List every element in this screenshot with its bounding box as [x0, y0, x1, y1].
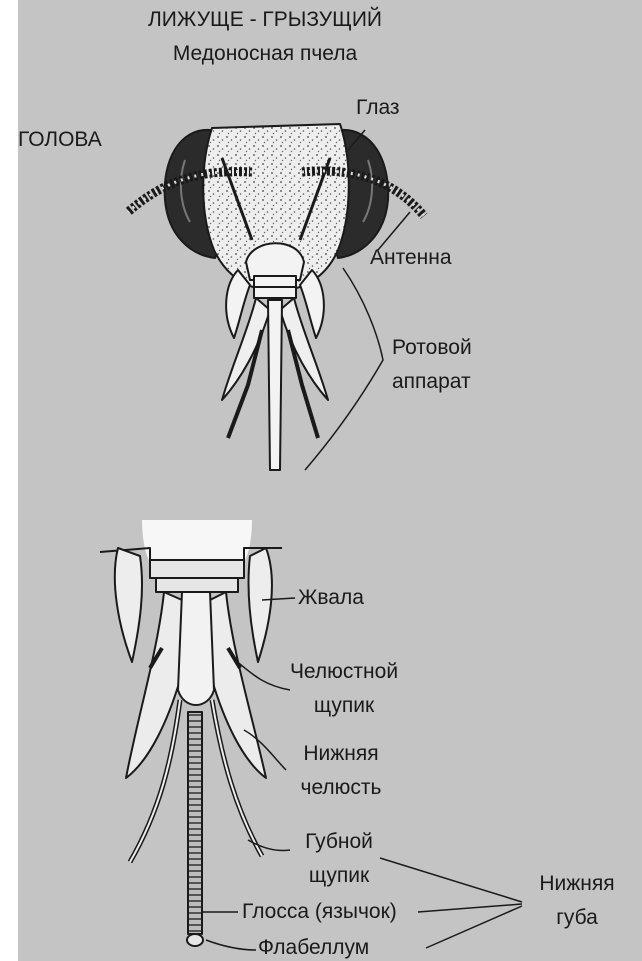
right-mandible [248, 548, 272, 662]
flabellum [187, 934, 203, 946]
label-maxillary-palp-line1: Челюстной [266, 660, 422, 684]
head-edge [142, 520, 252, 562]
label-glossa: Глосса (язычок) [242, 900, 397, 924]
label-head: ГОЛОВА [18, 128, 102, 152]
label-flabellum: Флабеллум [258, 936, 369, 960]
clypeus [246, 243, 304, 280]
label-maxilla-line1: Нижняя [276, 742, 406, 766]
prementum [178, 592, 214, 705]
label-labial-palp-line2: щупик [284, 864, 394, 888]
mouthparts-detail [100, 520, 282, 946]
label-eye: Глаз [356, 96, 400, 120]
glossa-top [268, 300, 282, 470]
label-antenna: Антенна [370, 246, 452, 270]
left-mandible [115, 548, 142, 662]
diagram-subtitle: Медоносная пчела [110, 42, 420, 66]
label-labial-palp-line1: Губной [284, 830, 394, 854]
label-mouthparts-line1: Ротовой [392, 336, 472, 360]
label-maxillary-palp-line2: щупик [266, 694, 422, 718]
label-labium-line1: Нижняя [522, 872, 632, 896]
diagram-title: ЛИЖУЩЕ - ГРЫЗУЩИЙ [110, 8, 420, 32]
label-mouthparts-line2: аппарат [392, 370, 471, 394]
glossa [188, 712, 202, 934]
label-mandible: Жвала [298, 586, 364, 610]
bee-head [128, 124, 424, 470]
bottom-leader-lines [202, 598, 522, 950]
label-labium-line2: губа [522, 906, 632, 930]
label-maxilla-line2: челюсть [276, 776, 406, 800]
